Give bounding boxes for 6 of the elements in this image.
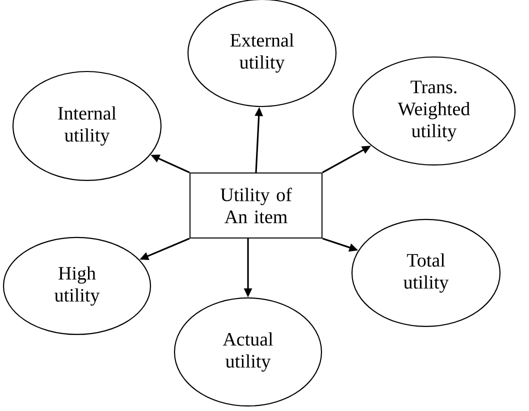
process-box: Utility of An item — [190, 172, 322, 238]
ellipse-node: Total utility — [351, 218, 501, 328]
ellipse-node: Trans. Weighted utility — [352, 56, 516, 166]
ellipse-node: High utility — [2, 236, 152, 336]
ellipse-node: Actual utility — [174, 297, 322, 407]
ellipse-node: Internal utility — [12, 70, 162, 182]
